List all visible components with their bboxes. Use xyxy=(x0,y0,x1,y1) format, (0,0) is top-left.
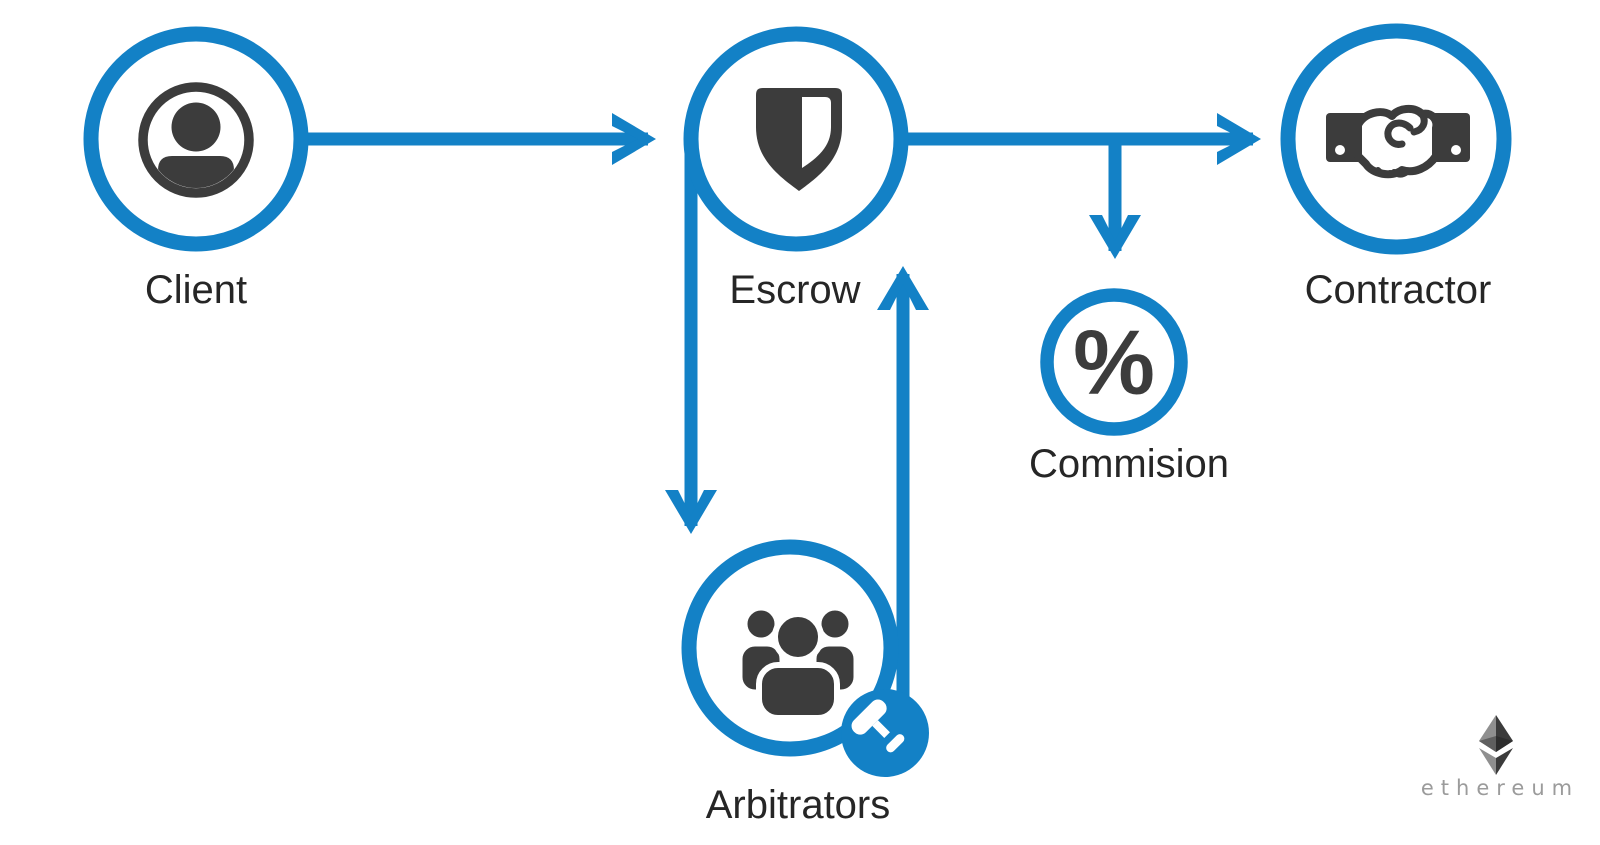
ethereum-wordmark: ethereum xyxy=(1421,776,1579,800)
client-label: Client xyxy=(145,268,247,312)
arrowhead-down-icon xyxy=(1089,215,1141,259)
ethereum-diamond-logo xyxy=(1479,715,1513,775)
node-client: Client xyxy=(83,26,309,312)
node-commission: % Commision xyxy=(1029,288,1229,486)
node-escrow: Escrow xyxy=(683,26,909,312)
contractor-label: Contractor xyxy=(1305,268,1492,312)
handshake-icon xyxy=(1326,105,1470,179)
arrow-client-to-escrow xyxy=(300,113,656,165)
node-contractor: Contractor xyxy=(1280,23,1512,312)
escrow-label: Escrow xyxy=(729,268,860,312)
gavel-badge xyxy=(841,689,929,777)
arrowhead-up-icon xyxy=(877,266,929,310)
arrow-escrow-to-arbitrators xyxy=(665,148,717,534)
node-arbitrators: Arbitrators xyxy=(681,539,929,827)
arrow-arbitrators-to-escrow xyxy=(877,266,929,745)
shield-icon xyxy=(756,88,842,191)
arbitrators-label: Arbitrators xyxy=(706,783,891,827)
people-icon xyxy=(737,605,859,721)
arrow-escrow-to-contractor xyxy=(900,113,1261,165)
arrow-branch-to-commission xyxy=(1089,133,1141,259)
percent-icon: % xyxy=(1073,312,1155,414)
person-icon xyxy=(138,82,254,198)
ethereum-branding: ethereum xyxy=(1421,715,1579,800)
gavel-icon xyxy=(851,699,905,753)
commission-label: Commision xyxy=(1029,442,1229,486)
arrowhead-right-icon xyxy=(612,113,656,165)
arrowhead-down-icon xyxy=(665,490,717,534)
arrowhead-right-icon xyxy=(1217,113,1261,165)
